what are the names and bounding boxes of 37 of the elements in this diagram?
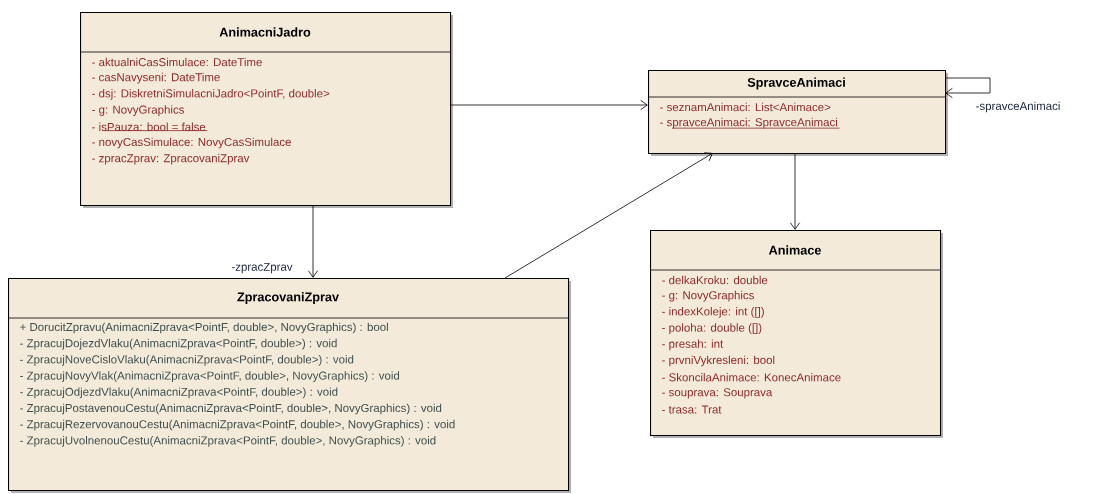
attribute-text: - trasa: Trat [662, 405, 722, 414]
method-text: + DorucitZpravu(AnimacniZprava<PointF, double>, NovyGraphics) : bool [20, 322, 388, 334]
association-arrow [789, 152, 801, 230]
attribute-text: - delkaKroku: double [662, 275, 768, 285]
association-arrow [944, 77, 991, 99]
attribute-text: - novyCasSimulace: NovyCasSimulace [92, 137, 291, 149]
attribute-text: - zpracZprav: ZpracovaniZprav [92, 153, 250, 165]
method-text: - ZpracujDojezdVlaku(AnimacniZprava<PointF, double>) : void [20, 338, 337, 350]
method-text: - ZpracujRezervovanouCestu(AnimacniZprava<PointF, double>, NovyGraphics) : void [20, 419, 455, 431]
association-arrow [504, 152, 713, 279]
attribute-text: - g: NovyGraphics [92, 105, 184, 116]
method-text: - ZpracujNovyVlak(AnimacniZprava<PointF, double>, NovyGraphics) : void [20, 371, 400, 382]
attribute-text: - prvniVykresleni: bool [662, 355, 775, 367]
class-name: ZpracovaniZprav [237, 292, 339, 304]
attribute-text: - spravceAnimaci: SpravceAnimaci [660, 117, 840, 129]
attribute-text: - casNavyseni: DateTime [92, 72, 220, 84]
attribute-text: - souprava: Souprava [662, 388, 773, 399]
association-arrow [307, 204, 319, 278]
attribute-text: - indexKoleje: int ([]) [662, 307, 764, 318]
attribute-text: - isPauza: bool = false [92, 122, 208, 131]
method-text: - ZpracujOdjezdVlaku(AnimacniZprava<PointF, double>) : void [20, 387, 338, 399]
role-label: -zpracZprav [231, 262, 293, 274]
attribute-text: - seznamAnimaci: List<Animace> [660, 102, 831, 112]
method-text: - ZpracujPostavenouCestu(AnimacniZprava<PointF, double>, NovyGraphics) : void [20, 403, 442, 415]
attribute-text: - poloha: double ([]) [662, 323, 762, 334]
class-name: Animace [768, 245, 821, 255]
attribute-text: - aktualniCasSimulace: DateTime [92, 57, 262, 67]
method-text: - ZpracujNoveCisloVlaku(AnimacniZprava<PointF, double>) : void [20, 355, 354, 366]
class-name: AnimacniJadro [219, 27, 311, 37]
attribute-text: - g: NovyGraphics [662, 290, 754, 302]
attribute-text: - presah: int [662, 339, 724, 351]
association-arrow [449, 99, 648, 111]
role-label: -spravceAnimaci [976, 101, 1060, 113]
method-text: - ZpracujUvolnenouCestu(AnimacniZprava<PointF, double>, NovyGraphics) : void [20, 436, 436, 447]
attribute-text: - SkoncilaAnimace: KonecAnimace [662, 373, 841, 382]
attribute-text: - dsj: DiskretniSimulacniJadro<PointF, double> [92, 89, 330, 100]
class-name: SpravceAnimaci [747, 77, 845, 90]
